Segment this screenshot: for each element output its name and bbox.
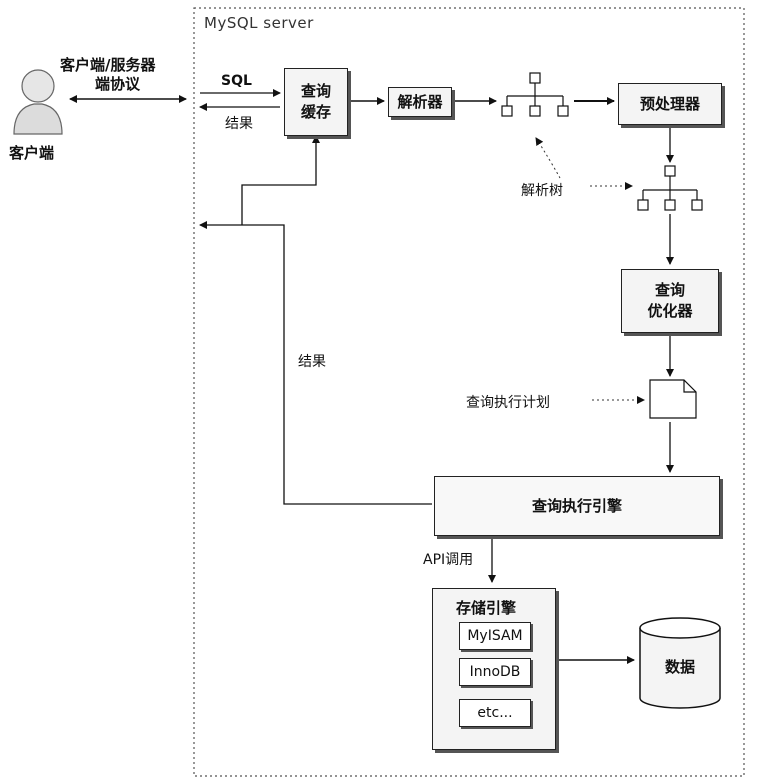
client-label: 客户端	[9, 144, 55, 162]
parser-box: 解析器	[388, 87, 452, 117]
sql-label: SQL	[221, 73, 252, 89]
cache-result-label: 结果	[225, 116, 253, 132]
server-title: MySQL server	[204, 14, 314, 32]
query-cache-box: 查询 缓存	[284, 68, 348, 136]
protocol-label-line2: 端协议	[95, 75, 141, 93]
data-cylinder	[639, 617, 721, 709]
execution-engine-box: 查询执行引擎	[434, 476, 720, 536]
result-to-cache-path	[241, 135, 320, 225]
storage-engine-title: 存储引擎	[456, 599, 517, 617]
data-label: 数据	[664, 658, 695, 676]
parse-tree-1	[501, 72, 569, 117]
engine-result-label: 结果	[298, 354, 326, 370]
parse-tree-label: 解析树	[521, 183, 563, 199]
client-user-icon	[13, 69, 63, 135]
parse-tree-pointer-1	[535, 137, 561, 179]
server-boundary	[193, 7, 745, 777]
preprocessor-box: 预处理器	[618, 83, 722, 125]
exec-plan-label: 查询执行计划	[466, 395, 550, 411]
engine-item-innodb: InnoDB	[459, 658, 531, 686]
plan-document	[649, 379, 697, 419]
api-call-label: API调用	[423, 552, 474, 568]
engine-item-etc: etc...	[459, 699, 531, 727]
parse-tree-2	[637, 165, 703, 211]
protocol-label-line1: 客户端/服务器	[60, 56, 156, 74]
engine-item-myisam: MyISAM	[459, 622, 531, 650]
optimizer-box: 查询 优化器	[621, 269, 719, 333]
